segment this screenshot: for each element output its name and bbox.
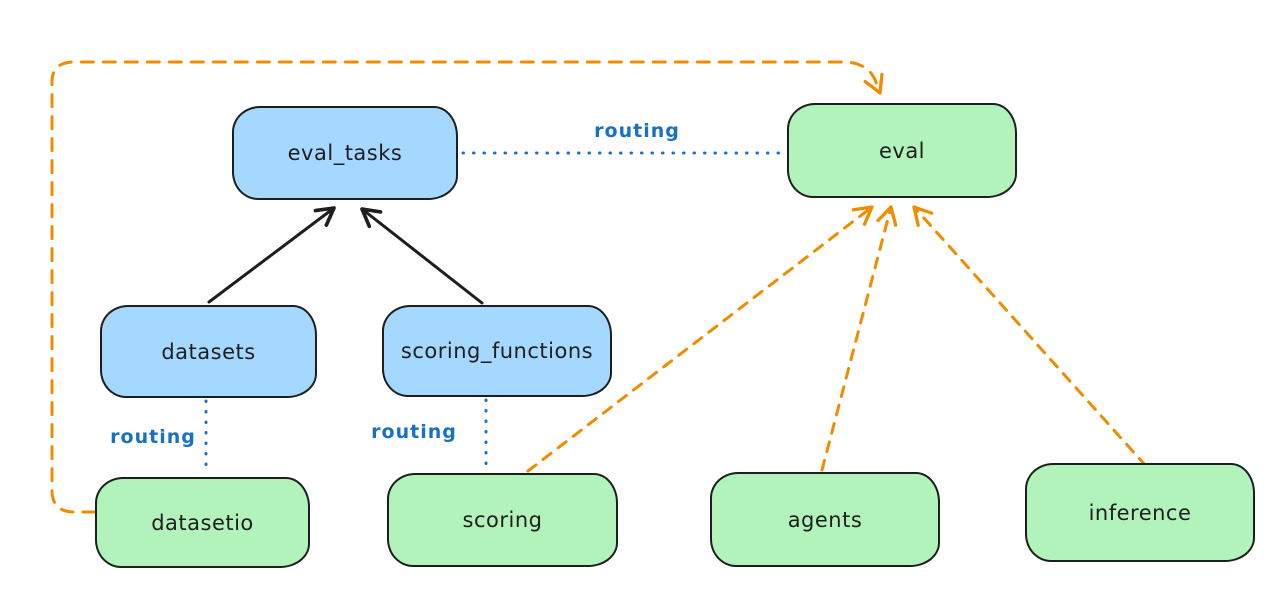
node-eval-tasks: eval_tasks [232, 106, 458, 200]
node-agents: agents [710, 472, 940, 567]
node-agents-label: agents [787, 507, 863, 532]
node-inference-label: inference [1088, 500, 1192, 525]
edge-scoring-functions-to-eval-tasks [360, 207, 484, 305]
node-inference: inference [1025, 463, 1255, 562]
node-scoring-functions: scoring_functions [382, 305, 612, 397]
node-eval-label: eval [878, 138, 926, 163]
node-datasets-label: datasets [161, 339, 256, 364]
routing-label-mid: routing [371, 421, 457, 443]
edge-agents-to-eval [820, 205, 898, 472]
node-datasetio-label: datasetio [151, 510, 254, 535]
node-scoring-label: scoring [462, 508, 543, 532]
node-datasets: datasets [100, 305, 317, 398]
routing-label-top: routing [594, 120, 680, 142]
edge-inference-to-eval [912, 205, 1148, 468]
edge-datasets-to-eval-tasks [207, 206, 336, 304]
node-eval: eval [787, 103, 1017, 198]
node-scoring: scoring [387, 473, 618, 567]
node-scoring-functions-label: scoring_functions [400, 339, 594, 363]
node-datasetio: datasetio [95, 477, 310, 568]
node-eval-tasks-label: eval_tasks [287, 141, 403, 165]
routing-label-left: routing [110, 426, 196, 448]
